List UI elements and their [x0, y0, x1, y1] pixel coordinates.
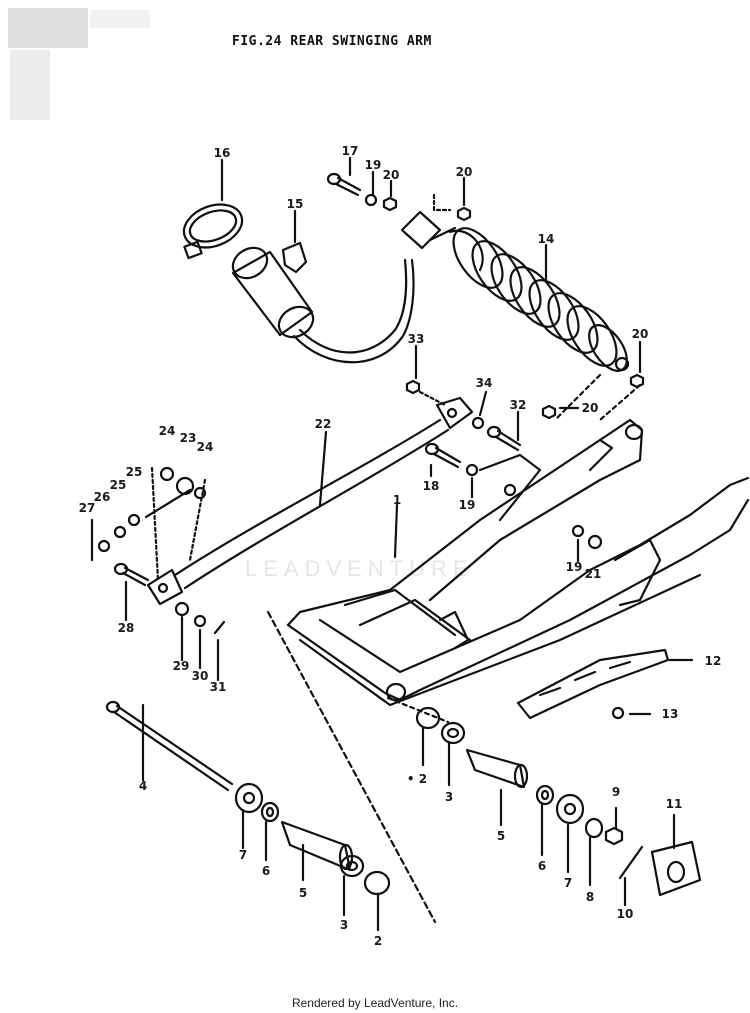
callout-1: 1 — [392, 493, 402, 507]
nut-21 — [587, 534, 603, 550]
callout-31: 31 — [209, 680, 227, 694]
callout-20: 20 — [455, 165, 473, 179]
callout-16: 16 — [213, 146, 231, 160]
callout-10: 10 — [616, 907, 634, 921]
cotter-pin-31 — [213, 620, 226, 635]
washer-3b — [339, 854, 365, 878]
callout-18: 18 — [422, 479, 440, 493]
callout-23: 23 — [179, 431, 197, 445]
callout-17: 17 — [341, 144, 359, 158]
cap-11 — [650, 840, 702, 897]
screw-13 — [611, 706, 652, 720]
band-clamp-16 — [182, 203, 244, 260]
bushing-2b — [363, 870, 391, 896]
washer-7a — [555, 793, 585, 825]
chain-guide-12 — [516, 648, 694, 720]
callout-8: 8 — [585, 890, 595, 904]
callout-32: 32 — [509, 398, 527, 412]
nut-33 — [405, 379, 421, 395]
nut-20a — [382, 196, 398, 212]
swing-arm-1 — [286, 418, 750, 707]
bushing-2a — [415, 706, 441, 730]
figure-title: FIG.24 REAR SWINGING ARM — [232, 34, 432, 49]
callout-20: 20 — [382, 168, 400, 182]
washer-29 — [174, 601, 190, 617]
callout-14: 14 — [537, 232, 555, 246]
washer-3a — [440, 721, 466, 745]
washer-6b — [260, 801, 280, 823]
bolt-28 — [113, 562, 150, 587]
callout-20: 20 — [581, 401, 599, 415]
callout-5: 5 — [496, 829, 506, 843]
cotter-pin-10 — [618, 845, 644, 880]
callout-22: 22 — [314, 417, 332, 431]
nut-20b — [456, 206, 472, 222]
callout-34: 34 — [475, 376, 493, 390]
nut-9 — [604, 826, 624, 846]
callout-11: 11 — [665, 797, 683, 811]
washer-6a — [535, 784, 555, 806]
pivot-hardware-left — [90, 466, 207, 582]
bolt-32 — [486, 425, 522, 452]
callout-3: 3 — [444, 790, 454, 804]
washer-19c — [571, 524, 585, 538]
nut-20d — [541, 404, 557, 420]
callout-25: 25 — [109, 478, 127, 492]
callout-5: 5 — [298, 886, 308, 900]
torque-link-22 — [146, 396, 474, 606]
bolt-18 — [424, 442, 462, 469]
washer-7b — [234, 782, 264, 814]
callout-9: 9 — [611, 785, 621, 799]
bolt-17 — [326, 172, 362, 197]
callout-19: 19 — [364, 158, 382, 172]
watermark: LEADVENTURE — [245, 556, 474, 581]
callout-2: • 2 — [406, 772, 428, 786]
callout-19: 19 — [458, 498, 476, 512]
callout-12: 12 — [704, 654, 722, 668]
callout-7: 7 — [563, 876, 573, 890]
callout-6: 6 — [261, 864, 271, 878]
callout-33: 33 — [407, 332, 425, 346]
sleeve-5a — [465, 748, 529, 789]
reservoir — [231, 246, 415, 364]
callout-4: 4 — [138, 779, 148, 793]
callout-15: 15 — [286, 197, 304, 211]
callout-29: 29 — [172, 659, 190, 673]
callout-13: 13 — [661, 707, 679, 721]
callout-21: 21 — [584, 567, 602, 581]
bracket-15 — [281, 241, 308, 274]
scan-noise — [8, 8, 150, 120]
callout-25: 25 — [125, 465, 143, 479]
callout-24: 24 — [158, 424, 176, 438]
callout-24: 24 — [196, 440, 214, 454]
washer-34 — [471, 416, 485, 430]
callout-27: 27 — [78, 501, 96, 515]
callout-28: 28 — [117, 621, 135, 635]
washer-30 — [193, 614, 207, 628]
callout-20: 20 — [631, 327, 649, 341]
callout-7: 7 — [238, 848, 248, 862]
shock-absorber-14 — [400, 210, 630, 372]
callout-6: 6 — [537, 859, 547, 873]
pivot-shaft-4 — [105, 700, 234, 792]
callout-19: 19 — [565, 560, 583, 574]
washer-8 — [584, 817, 604, 839]
callout-26: 26 — [93, 490, 111, 504]
nut-20c — [629, 373, 645, 389]
washer-19b — [465, 463, 479, 477]
footer-credit: Rendered by LeadVenture, Inc. — [291, 996, 459, 1010]
callout-30: 30 — [191, 669, 209, 683]
washer-19a — [364, 193, 378, 207]
callout-2: 2 — [373, 934, 383, 948]
callout-3: 3 — [339, 918, 349, 932]
